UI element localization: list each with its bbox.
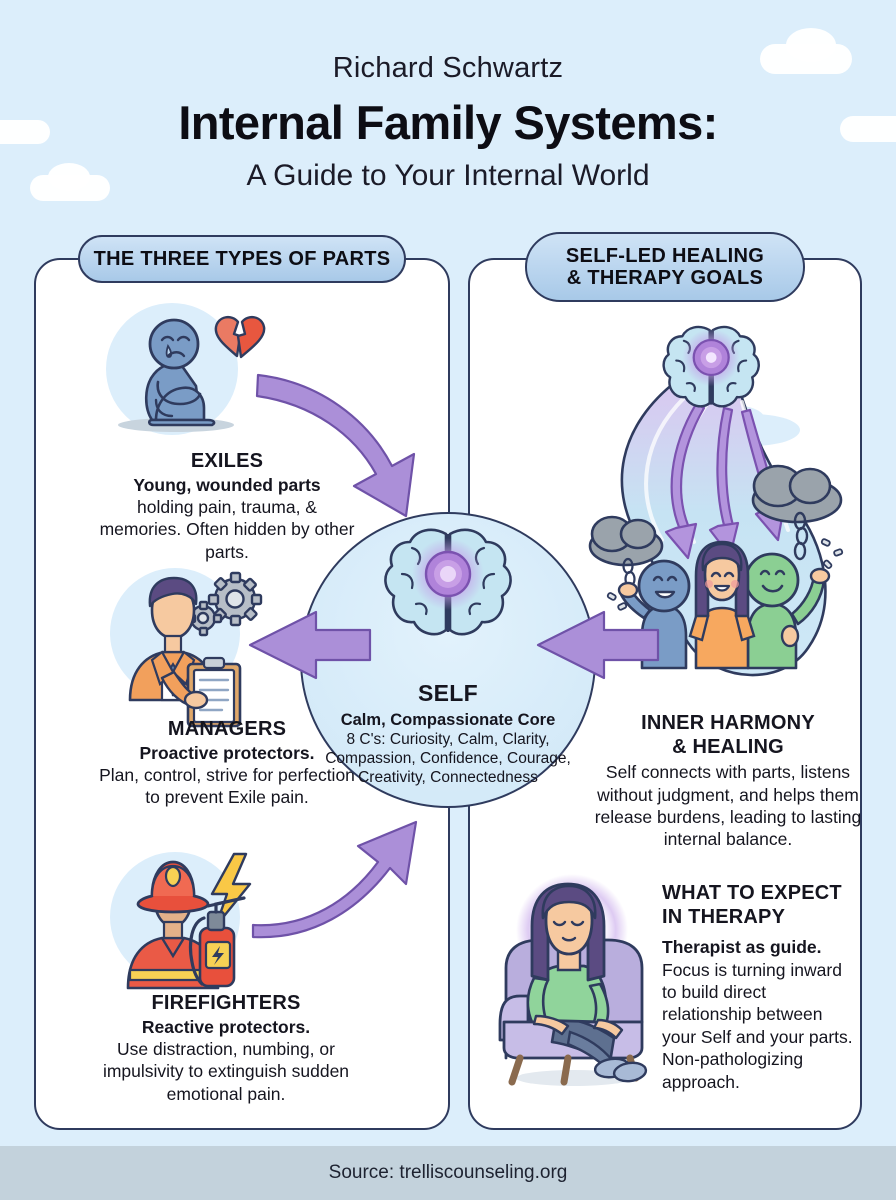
author-name: Richard Schwartz — [332, 52, 564, 84]
badge-right-line2: & THERAPY GOALS — [566, 267, 764, 289]
exiles-text-block: EXILES Young, wounded parts holding pain… — [62, 450, 392, 563]
firefighters-lead: Reactive protectors. — [141, 1016, 311, 1037]
managers-text-block: MANAGERS Proactive protectors. Plan, con… — [62, 718, 392, 809]
badge-three-types-of-parts: THE THREE TYPES OF PARTS — [78, 235, 406, 283]
businessman-clipboard-gears-icon — [128, 571, 263, 728]
firefighters-body: Use distraction, numbing, or impulsivity… — [102, 1038, 350, 1104]
page-title: Internal Family Systems: — [178, 96, 718, 149]
cloud-icon — [840, 116, 896, 142]
exiles-body: holding pain, trauma, & memories. Often … — [99, 496, 355, 562]
firefighter-extinguisher-icon — [126, 852, 252, 990]
what-to-expect-body: Focus is turning inward to build direct … — [662, 959, 853, 1047]
cloud-icon — [786, 28, 836, 62]
cloud-icon — [48, 163, 90, 191]
self-subtitle: Calm, Compassionate Core — [340, 711, 556, 729]
what-to-expect-lead: Therapist as guide. — [662, 937, 822, 958]
managers-lead: Proactive protectors. — [139, 742, 315, 763]
inner-harmony-body: Self connects with parts, listens withou… — [594, 762, 862, 850]
badge-self-led-healing: SELF-LED HEALING & THERAPY GOALS — [525, 232, 805, 302]
brain-glowing-core-icon — [384, 528, 512, 636]
what-to-expect-heading-line2: IN THERAPY — [662, 905, 786, 928]
what-to-expect-heading-line1: WHAT TO EXPECT — [662, 882, 842, 904]
brain-waterfall-happy-parts-icon — [588, 325, 844, 677]
woman-meditating-chair-icon — [498, 874, 648, 1086]
inner-harmony-heading-line1: INNER HARMONY — [641, 712, 815, 734]
firefighters-text-block: FIREFIGHTERS Reactive protectors. Use di… — [54, 992, 398, 1105]
header: Richard Schwartz Internal Family Systems… — [0, 0, 896, 193]
self-eight-cs: 8 C's: Curiosity, Calm, Clarity, Compass… — [325, 731, 571, 786]
managers-heading: MANAGERS — [167, 718, 287, 740]
exiles-heading: EXILES — [190, 450, 264, 472]
firefighters-heading: FIREFIGHTERS — [151, 992, 301, 1014]
sad-child-broken-heart-icon — [118, 315, 266, 432]
source-text: Source: trelliscounseling.org — [328, 1162, 568, 1183]
exiles-lead: Young, wounded parts — [133, 474, 321, 495]
inner-harmony-heading-line2: & HEALING — [672, 735, 784, 758]
what-to-expect-body2: Non-pathologizing approach. — [662, 1049, 804, 1092]
footer-bar: Source: trelliscounseling.org — [0, 1146, 896, 1200]
self-title: SELF — [418, 680, 478, 706]
managers-body: Plan, control, strive for perfection to … — [99, 764, 355, 808]
what-to-expect-text-block: WHAT TO EXPECT IN THERAPY Therapist as g… — [662, 882, 858, 1093]
self-text-block: SELF Calm, Compassionate Core 8 C's: Cur… — [310, 680, 586, 788]
inner-harmony-text-block: INNER HARMONY & HEALING Self connects wi… — [588, 712, 868, 851]
badge-right-line1: SELF-LED HEALING — [565, 244, 765, 267]
cloud-icon — [0, 120, 50, 144]
page-subtitle: A Guide to Your Internal World — [246, 159, 650, 192]
